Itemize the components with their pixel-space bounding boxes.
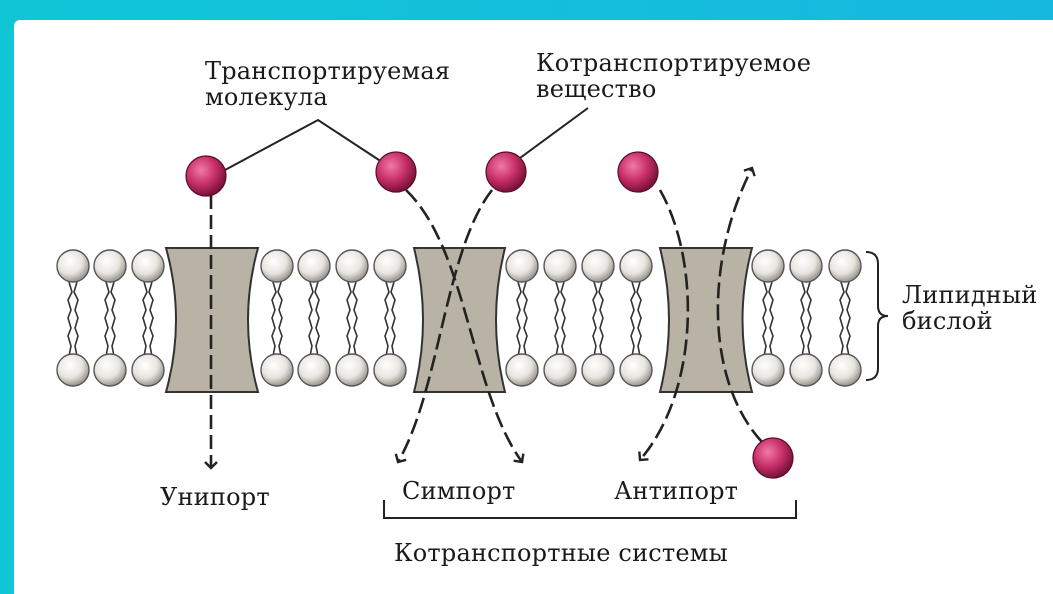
- lipid-head: [620, 250, 652, 282]
- lipid-head: [544, 250, 576, 282]
- lipid-molecule: [298, 250, 330, 386]
- cotransported-substance-label-line2: вещество: [536, 76, 811, 102]
- lipid-head: [261, 250, 293, 282]
- lipid-head: [336, 250, 368, 282]
- lipid-head: [544, 354, 576, 386]
- lipid-head: [829, 354, 861, 386]
- lipid-head: [94, 354, 126, 386]
- antiport-molecule-top: [618, 152, 658, 192]
- lipid-molecule: [582, 250, 614, 386]
- lipid-molecule: [336, 250, 368, 386]
- lipid-molecule: [829, 250, 861, 386]
- lipid-head: [336, 354, 368, 386]
- lipid-molecule: [132, 250, 164, 386]
- symport-protein: [414, 248, 505, 392]
- transported-molecule-label-line2: молекула: [205, 84, 450, 110]
- lipid-head: [506, 354, 538, 386]
- lipid-head: [57, 354, 89, 386]
- lipid-head: [582, 250, 614, 282]
- lipid-head: [374, 250, 406, 282]
- lipid-head: [374, 354, 406, 386]
- lipid-head: [57, 250, 89, 282]
- antiport-protein: [660, 248, 752, 392]
- transported-molecule-label: Транспортируемая молекула: [205, 58, 450, 110]
- lipid-head: [132, 354, 164, 386]
- lipid-molecule: [544, 250, 576, 386]
- uniport-molecule: [186, 156, 226, 196]
- uniport-label: Унипорт: [160, 484, 270, 510]
- lipid-head: [790, 250, 822, 282]
- lipid-head: [132, 250, 164, 282]
- lipid-head: [298, 250, 330, 282]
- lipid-head: [582, 354, 614, 386]
- lipid-head: [506, 250, 538, 282]
- lipid-head: [261, 354, 293, 386]
- lipid-head: [752, 354, 784, 386]
- lipid-molecule: [752, 250, 784, 386]
- lipid-molecule: [790, 250, 822, 386]
- lipid-head: [620, 354, 652, 386]
- cotransport-systems-label: Котранспортные системы: [394, 540, 728, 566]
- transported-molecule-pointer: [225, 120, 382, 170]
- lipid-molecule: [620, 250, 652, 386]
- lipid-head: [790, 354, 822, 386]
- cotransported-substance-pointer: [520, 108, 588, 158]
- symport-label: Симпорт: [402, 478, 516, 504]
- lipid-head: [829, 250, 861, 282]
- lipid-molecule: [57, 250, 89, 386]
- lipid-head: [94, 250, 126, 282]
- antiport-molecule-bottom: [753, 438, 793, 478]
- lipid-molecule: [374, 250, 406, 386]
- lipid-head: [298, 354, 330, 386]
- lipid-bilayer-label-line2: бислой: [902, 308, 1038, 334]
- symport-cotransported-molecule: [486, 152, 526, 192]
- lipid-bilayer-brace: [866, 252, 888, 380]
- cotransported-substance-label: Котранспортируемое вещество: [536, 50, 811, 102]
- lipid-head: [752, 250, 784, 282]
- cotransported-substance-label-line1: Котранспортируемое: [536, 50, 811, 76]
- lipid-bilayer-label-line1: Липидный: [902, 282, 1038, 308]
- transported-molecule-label-line1: Транспортируемая: [205, 58, 450, 84]
- lipid-molecule: [506, 250, 538, 386]
- lipid-molecule: [94, 250, 126, 386]
- lipid-bilayer-label: Липидный бислой: [902, 282, 1038, 334]
- symport-transported-molecule: [376, 152, 416, 192]
- lipid-molecule: [261, 250, 293, 386]
- antiport-label: Антипорт: [614, 478, 738, 504]
